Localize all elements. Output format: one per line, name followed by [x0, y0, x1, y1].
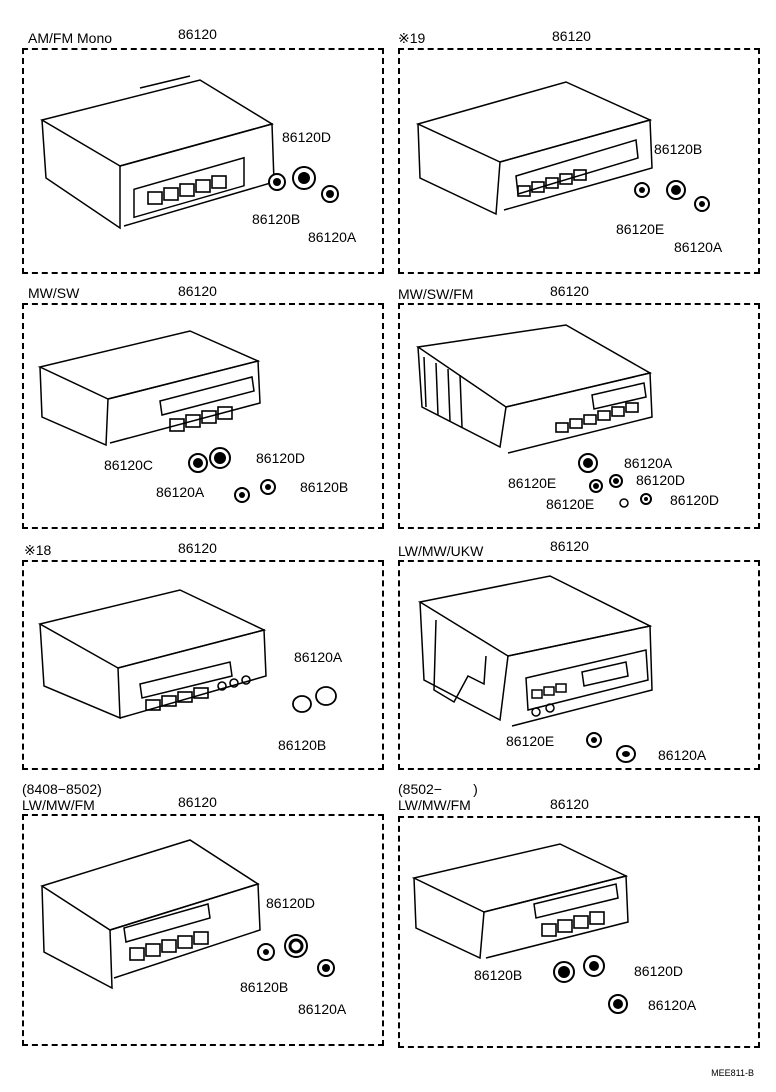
callout-86120A: 86120A — [674, 239, 723, 255]
callout-86120D: 86120D — [636, 472, 686, 488]
panel-am-fm-mono: AM/FM Mono 86120 86120D 86120B 86120A — [20, 26, 400, 288]
callout-86120D: 86120D — [670, 492, 720, 508]
part-number: 86120 — [178, 26, 217, 42]
panel-heading: MW/SW — [28, 285, 80, 301]
part-number: 86120 — [550, 283, 589, 299]
callout-86120E: 86120E — [546, 496, 595, 512]
part-number: 86120 — [178, 794, 217, 810]
knob-86120A — [608, 994, 628, 1014]
diagram-frame — [22, 560, 384, 770]
knob-86120B — [257, 943, 275, 961]
callout-86120E: 86120E — [506, 733, 555, 749]
knob-86120A — [578, 453, 598, 473]
knob-86120E — [634, 182, 650, 198]
callout-86120E: 86120E — [508, 475, 557, 491]
panel-lw-mw-fm-8408: (8408−8502) LW/MW/FM 86120 86120D 86120B… — [20, 778, 400, 1046]
callout-86120A: 86120A — [658, 747, 707, 763]
knob-86120D — [640, 493, 652, 505]
callout-86120C: 86120C — [104, 457, 154, 473]
panel-heading: AM/FM Mono — [28, 30, 113, 46]
callout-86120A: 86120A — [308, 229, 357, 245]
knob-86120D — [284, 934, 308, 958]
knob-86120B — [666, 180, 686, 200]
part-number: 86120 — [550, 796, 589, 812]
knob-86120B — [260, 479, 276, 495]
knob-86120A — [616, 745, 636, 763]
callout-86120A: 86120A — [298, 1001, 347, 1017]
callout-86120B: 86120B — [240, 979, 289, 995]
knob-86120E — [586, 732, 602, 748]
panel-mw-sw: MW/SW 86120 86120C 86120D 86120A 86120B — [20, 283, 400, 543]
knob-86120A — [317, 959, 335, 977]
callout-86120D: 86120D — [634, 963, 684, 979]
callout-86120B: 86120B — [300, 479, 349, 495]
knob-86120A — [694, 196, 710, 212]
panel-mw-sw-fm: MW/SW/FM 86120 86120A 86120E 86120D 8612… — [396, 283, 776, 543]
part-number: 86120 — [550, 538, 589, 554]
knob-86120D — [209, 447, 231, 469]
knob-86120A — [315, 686, 337, 706]
callout-86120B: 86120B — [654, 141, 703, 157]
part-number: 86120 — [552, 28, 591, 44]
callout-86120A: 86120A — [624, 455, 673, 471]
radio-unit-drawing — [415, 81, 653, 216]
knob-86120B — [292, 695, 312, 713]
radio-unit-drawing — [415, 324, 653, 454]
diagram-frame — [398, 303, 760, 529]
callout-86120D: 86120D — [282, 129, 332, 145]
radio-unit-drawing — [411, 843, 629, 960]
knob-86120D — [609, 474, 623, 488]
knob-86120E — [619, 498, 629, 508]
knob-86120A — [234, 487, 250, 503]
part-number: 86120 — [178, 540, 217, 556]
radio-unit-drawing — [40, 839, 261, 990]
callout-86120B: 86120B — [278, 737, 327, 753]
callout-86120D: 86120D — [266, 895, 316, 911]
knob-86120D — [292, 166, 316, 190]
callout-86120A: 86120A — [648, 997, 697, 1013]
knob-86120D — [583, 955, 605, 977]
knob-86120B — [553, 961, 575, 983]
radio-unit-drawing — [40, 75, 275, 230]
panel-18: ※18 86120 86120A 86120B — [20, 540, 400, 800]
callout-86120A: 86120A — [294, 649, 343, 665]
diagram-frame — [22, 814, 384, 1046]
radio-unit-drawing — [37, 330, 261, 447]
radio-unit-drawing — [37, 589, 267, 720]
panel-heading: LW/MW/UKW — [398, 543, 484, 559]
panel-heading: ※19 — [398, 30, 426, 46]
panel-lw-mw-ukw: LW/MW/UKW 86120 86120E 86120A — [396, 538, 776, 800]
callout-86120B: 86120B — [474, 967, 523, 983]
diagram-frame — [22, 303, 384, 529]
knob-86120A — [321, 185, 339, 203]
panel-heading: (8408−8502) LW/MW/FM — [22, 781, 102, 813]
callout-86120B: 86120B — [252, 211, 301, 227]
radio-unit-drawing — [417, 575, 653, 727]
knob-86120B — [268, 173, 286, 191]
diagram-frame — [398, 816, 760, 1048]
callout-86120E: 86120E — [616, 221, 665, 237]
panel-heading: (8502− ) LW/MW/FM — [398, 781, 478, 813]
diagram-frame — [398, 48, 760, 274]
panel-19: ※19 86120 86120B 86120E 86120A — [396, 28, 776, 288]
knob-86120C — [188, 453, 208, 473]
panel-lw-mw-fm-8502: (8502− ) LW/MW/FM 86120 86120B 86120D 86… — [396, 778, 776, 1048]
callout-86120D: 86120D — [256, 450, 306, 466]
diagram-frame — [22, 48, 384, 274]
figure-code: MEE811-B — [711, 1068, 754, 1078]
diagram-frame — [398, 560, 760, 770]
part-number: 86120 — [178, 283, 217, 299]
callout-86120A: 86120A — [156, 484, 205, 500]
knob-86120E — [589, 479, 603, 493]
panel-heading: MW/SW/FM — [398, 286, 474, 302]
panel-heading: ※18 — [24, 542, 52, 558]
